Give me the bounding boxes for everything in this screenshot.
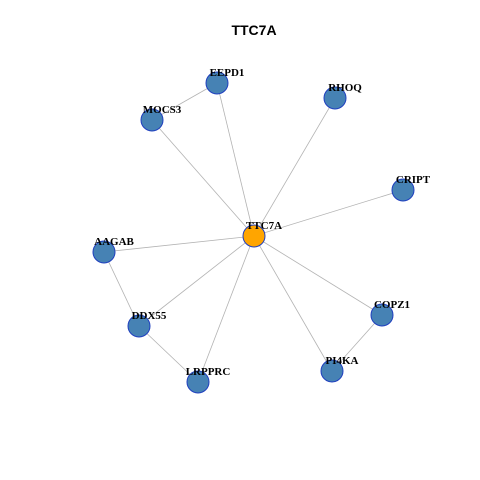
node-circle-rhoq [323,86,347,110]
node-rhoq: RHOQ [323,82,362,110]
edge-ttc7a-mocs3 [151,119,255,237]
node-cript: CRIPT [391,174,431,202]
node-lrpprc: LRPPRC [186,366,231,394]
node-label-pi4ka: PI4KA [326,355,359,367]
edge-ttc7a-rhoq [253,97,336,237]
node-ttc7a: TTC7A [242,220,282,248]
node-label-copz1: COPZ1 [374,299,410,311]
node-circle-copz1 [370,303,394,327]
node-label-ttc7a: TTC7A [246,220,282,232]
node-label-ddx55: DDX55 [132,310,167,322]
edge-ttc7a-copz1 [253,235,383,316]
edge-ddx55-lrpprc [138,325,199,383]
node-label-lrpprc: LRPPRC [186,366,231,378]
node-circle-eepd1 [205,71,229,95]
edge-ttc7a-aagab [103,235,255,253]
node-ddx55: DDX55 [127,310,167,338]
node-label-aagab: AAGAB [94,236,134,248]
edge-ttc7a-pi4ka [253,235,333,372]
node-eepd1: EEPD1 [205,67,245,95]
node-label-cript: CRIPT [396,174,431,186]
node-copz1: COPZ1 [370,299,410,327]
node-circle-cript [391,178,415,202]
node-label-rhoq: RHOQ [328,82,362,94]
node-mocs3: MOCS3 [140,104,182,132]
edge-copz1-pi4ka [331,314,383,372]
edge-aagab-ddx55 [103,251,140,327]
edge-eepd1-mocs3 [151,82,218,121]
node-pi4ka: PI4KA [320,355,359,383]
node-circle-ttc7a [242,224,266,248]
graph-title: TTC7A [231,22,276,38]
edge-ttc7a-ddx55 [138,235,255,327]
node-circle-pi4ka [320,359,344,383]
node-circle-lrpprc [186,370,210,394]
node-circle-ddx55 [127,314,151,338]
node-label-mocs3: MOCS3 [143,104,182,116]
edge-ttc7a-eepd1 [216,82,255,237]
edge-ttc7a-cript [253,189,404,237]
node-label-eepd1: EEPD1 [210,67,245,79]
edges-layer [103,82,404,383]
node-circle-mocs3 [140,108,164,132]
edge-ttc7a-lrpprc [197,235,255,383]
node-circle-aagab [92,240,116,264]
node-aagab: AAGAB [92,236,135,264]
